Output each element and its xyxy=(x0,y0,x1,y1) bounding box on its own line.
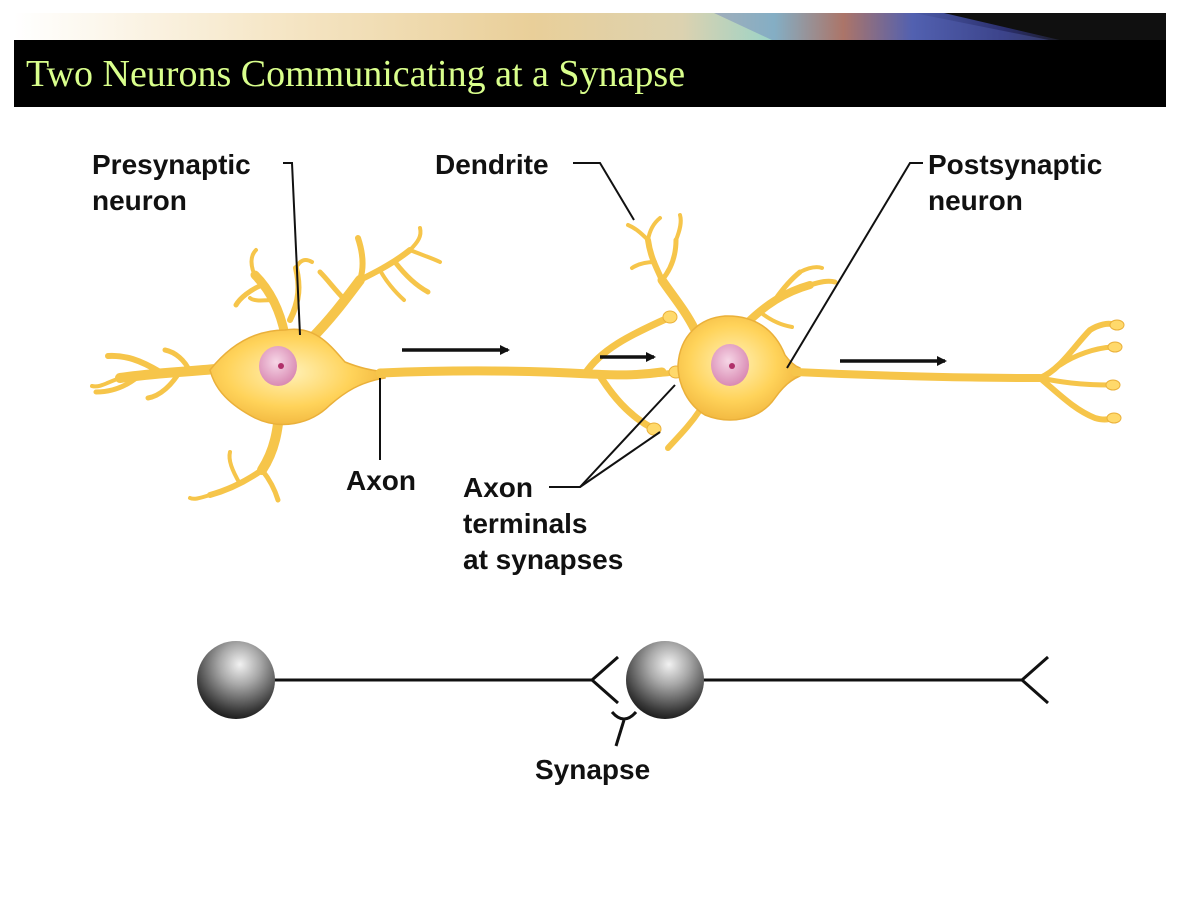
presynaptic-neuron xyxy=(90,226,684,503)
header-decoration-strip xyxy=(14,13,1166,41)
header-decoration-image xyxy=(14,13,1166,41)
postsynaptic-label-line1: Postsynaptic xyxy=(928,149,1102,180)
postsynaptic-leader xyxy=(786,162,923,369)
presynaptic-label-line2: neuron xyxy=(92,185,187,216)
postsynaptic-axon xyxy=(791,368,1044,382)
axon-terminals-label-line1: Axon xyxy=(463,472,533,503)
presynaptic-axon xyxy=(375,366,667,380)
title-bar: Two Neurons Communicating at a Synapse xyxy=(14,40,1166,107)
slide-title: Two Neurons Communicating at a Synapse xyxy=(26,53,686,95)
axon-terminals-leader xyxy=(549,384,676,488)
dendrite-leader xyxy=(573,162,635,221)
axon-terminals-label-line3: at synapses xyxy=(463,544,623,575)
axon-terminals-leader-2 xyxy=(579,431,661,488)
postsynaptic-nucleolus xyxy=(729,363,735,369)
synapse-bracket xyxy=(610,710,638,721)
schematic-terminal-2 xyxy=(1019,655,1049,705)
gray-sphere-icon xyxy=(197,641,275,719)
presynaptic-leader xyxy=(283,162,301,336)
postsynaptic-label-line2: neuron xyxy=(928,185,1023,216)
synapse-schematic: Synapse xyxy=(197,641,1049,785)
postsynaptic-axon-terminals xyxy=(1037,320,1118,423)
presynaptic-nucleolus xyxy=(278,363,284,369)
synapse-leader xyxy=(614,719,626,747)
presynaptic-label-line1: Presynaptic xyxy=(92,149,251,180)
presynaptic-cell-body xyxy=(209,328,386,426)
signal-direction-arrows xyxy=(402,345,947,366)
postsynaptic-terminal-knobs xyxy=(1105,319,1125,424)
axon-terminals-label-line2: terminals xyxy=(463,508,588,539)
gray-sphere-icon xyxy=(626,641,704,719)
dendrite-label: Dendrite xyxy=(435,149,549,180)
axon-label: Axon xyxy=(346,465,416,496)
leader-lines xyxy=(283,162,923,488)
synapse-label: Synapse xyxy=(535,754,650,785)
postsynaptic-neuron xyxy=(626,213,1125,451)
schematic-terminal-1 xyxy=(589,655,619,705)
